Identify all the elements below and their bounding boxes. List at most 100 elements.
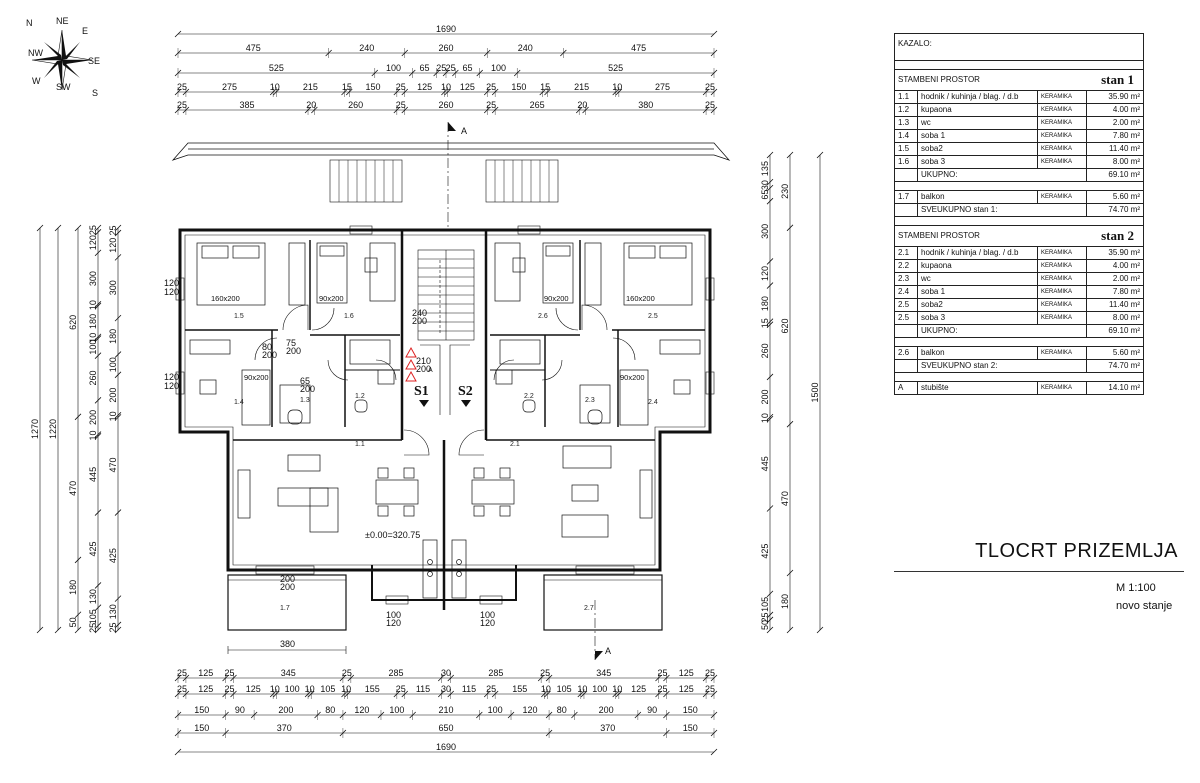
room-number: 1.4 (234, 399, 244, 406)
legend-cell: 2.1 (894, 246, 918, 260)
legend-cell: 1.7 (894, 190, 918, 204)
legend-cell: 1.6 (894, 155, 918, 169)
opening-label: 200 (300, 384, 315, 394)
dimension-tick (74, 611, 82, 619)
compass-label: SW (56, 82, 71, 92)
legend-cell: 5.60 m² (1086, 346, 1144, 360)
legend-cell: kupaona (917, 103, 1038, 117)
legend-cell: KERAMIKA (1037, 298, 1087, 312)
bed-size-label: 160x200 (626, 294, 655, 303)
legend-cell: 1.3 (894, 116, 918, 130)
dimension-label: 25 (436, 63, 446, 73)
dimension-label: 275 (655, 82, 670, 92)
dimension-label: 150 (194, 705, 209, 715)
dimension-label: 20 (306, 100, 316, 110)
legend-cell: KERAMIKA (1037, 142, 1087, 156)
dimension-label: 300 (108, 280, 118, 295)
legend-cell: soba 1 (917, 129, 1038, 143)
dimension-label: 1220 (48, 419, 58, 439)
dimension-label: 180 (88, 314, 98, 329)
dimension-label: 260 (438, 100, 453, 110)
dimension-label: 275 (222, 82, 237, 92)
dimension-label: 25 (396, 100, 406, 110)
dimension-tick (94, 229, 102, 236)
dimension-tick (816, 626, 824, 634)
dimension-tick (74, 224, 82, 232)
dimension-label: 80 (325, 705, 335, 715)
opening-label: 210 (416, 356, 431, 366)
dimension-tick (94, 224, 102, 232)
legend-cell: balkon (917, 190, 1038, 204)
room-number: 1.3 (300, 397, 310, 404)
legend-cell: balkon (917, 346, 1038, 360)
section-label: A (605, 646, 611, 656)
legend-cell: 1.2 (894, 103, 918, 117)
dimension-tick (114, 229, 122, 237)
legend-cell: hodnik / kuhinja / blag. / d.b (917, 246, 1038, 260)
dimension-label: 425 (108, 548, 118, 563)
dimension-tick (114, 621, 122, 629)
legend-cell: 74.70 m² (1086, 203, 1144, 217)
dimension-label: 125 (246, 684, 261, 694)
dimension-label: 265 (530, 100, 545, 110)
opening-label: 65 (300, 376, 310, 386)
dimension-label: 300 (88, 271, 98, 286)
opening-label: 200 (262, 350, 277, 360)
compass-label: N (26, 18, 33, 28)
entrance-steps (329, 159, 559, 203)
dimension-label: 150 (511, 82, 526, 92)
room-number: 2.7 (584, 605, 594, 612)
dimension-tick (114, 351, 122, 358)
dimension-tick (766, 505, 774, 512)
dimension-label: 10 (612, 82, 622, 92)
dimension-label: 25 (177, 684, 187, 694)
legend-cell: 2.00 m² (1086, 272, 1144, 286)
legend-cell: soba2 (917, 142, 1038, 156)
dimension-label: 620 (68, 315, 78, 330)
opening-label: 120 (164, 372, 179, 382)
dimension-label: 260 (438, 43, 453, 53)
legend-cell: wc (917, 272, 1038, 286)
dimension-tick (766, 184, 774, 192)
opening-label: 120 (164, 287, 179, 297)
dimension-label: 15 (540, 82, 550, 92)
opening-label: 200 (286, 346, 301, 356)
dimension-label: 370 (600, 723, 615, 733)
compass-label: S (92, 88, 98, 98)
dimension-tick (94, 431, 102, 438)
compass-label: SE (88, 56, 100, 66)
legend-cell: KERAMIKA (1037, 129, 1087, 143)
dimension-label: 125 (198, 684, 213, 694)
compass-label: NW (28, 48, 43, 58)
drawing-state: novo stanje (1116, 600, 1173, 612)
bed-size-label: 90x200 (244, 373, 269, 382)
dimension-label: 125 (460, 82, 475, 92)
room-number: 2.4 (648, 399, 658, 406)
legend-cell (894, 337, 1144, 347)
dimension-tick (54, 626, 62, 634)
dimension-tick (174, 30, 182, 38)
dimension-label: 300 (760, 224, 770, 239)
dimension-tick (94, 249, 102, 257)
legend-cell: KAZALO: (894, 33, 1144, 61)
dimension-label: 25 (705, 668, 715, 678)
bed-size-label: 90x200 (620, 373, 645, 382)
legend-cell: UKUPNO: (917, 168, 1087, 182)
bed-size-label: 90x200 (544, 294, 569, 303)
legend-cell: 4.00 m² (1086, 259, 1144, 273)
dimension-label: 135 (760, 161, 770, 176)
dimension-label: 130 (108, 604, 118, 619)
legend-cell: KERAMIKA (1037, 285, 1087, 299)
opening-label: 240 (412, 308, 427, 318)
dimension-tick (94, 433, 102, 440)
dimension-tick (114, 626, 122, 634)
legend-section-title: stan 2 (1101, 228, 1134, 243)
dimension-label: 25 (342, 668, 352, 678)
